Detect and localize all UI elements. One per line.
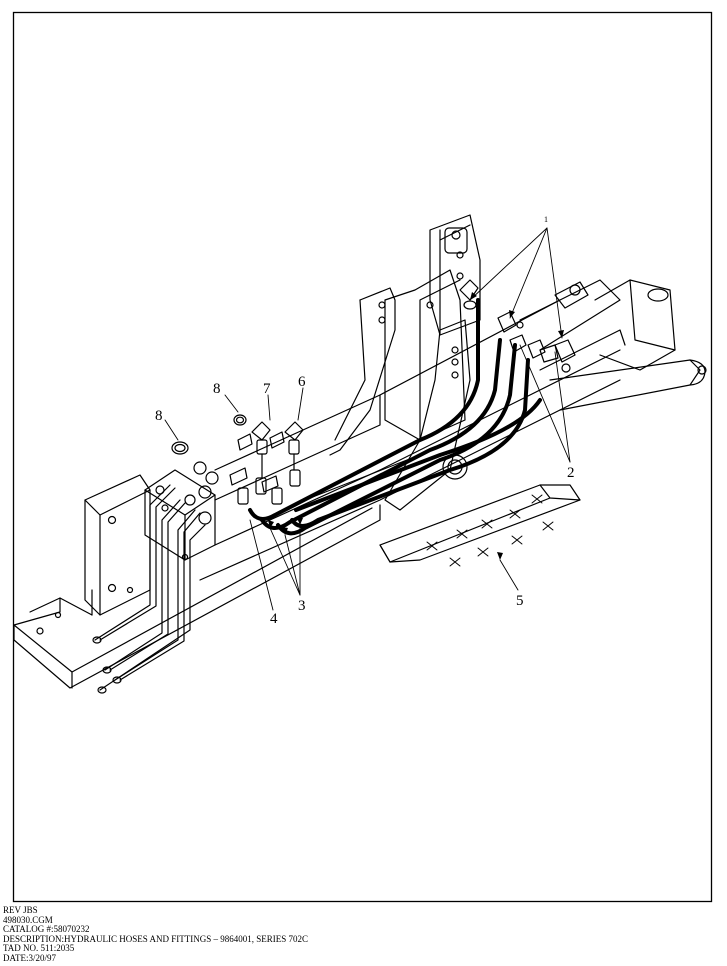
hose-highlights — [299, 446, 441, 503]
catalog-number-text: CATALOG #:58070232 — [3, 924, 90, 935]
file-name-text: 498030.CGM — [3, 914, 53, 925]
callout-8-upper: 8 — [213, 381, 221, 397]
leader-lines — [164, 227, 571, 611]
tank-body — [539, 279, 676, 371]
drawing-frame: 1 2 3 4 5 6 7 8 8 — [12, 11, 713, 903]
hydraulic-cylinder — [519, 279, 707, 411]
date-text: DATE:3/20/97 — [3, 952, 56, 963]
description-text: DESCRIPTION:HYDRAULIC HOSES AND FITTINGS… — [3, 933, 309, 944]
main-beam — [199, 299, 621, 581]
end-plate — [84, 474, 151, 616]
hoses — [248, 298, 542, 536]
callout-4: 4 — [270, 611, 278, 627]
callout-6: 6 — [298, 374, 306, 390]
fittings-left — [229, 421, 304, 505]
callout-1: 1 — [544, 215, 548, 224]
left-bracket — [329, 287, 396, 456]
callout-5: 5 — [516, 593, 524, 609]
arrowheads — [268, 292, 564, 560]
revision-text: REV JBS — [3, 905, 38, 915]
valve-block — [144, 461, 219, 561]
fittings-right — [459, 279, 576, 373]
steel-tubes — [92, 484, 206, 694]
tad-number-text: TAD NO. 511:2035 — [3, 943, 75, 954]
hose-sleeve — [379, 484, 581, 567]
callout-8-lower: 8 — [155, 408, 163, 424]
callout-2: 2 — [567, 465, 575, 481]
callout-3: 3 — [298, 598, 306, 614]
o-rings — [171, 414, 247, 455]
callout-7: 7 — [263, 381, 271, 397]
title-block: REV JBS 498030.CGM CATALOG #:58070232 DE… — [3, 905, 723, 964]
border — [12, 11, 713, 903]
hydraulic-assembly-drawing: 1 2 3 4 5 6 7 8 8 — [12, 11, 713, 903]
